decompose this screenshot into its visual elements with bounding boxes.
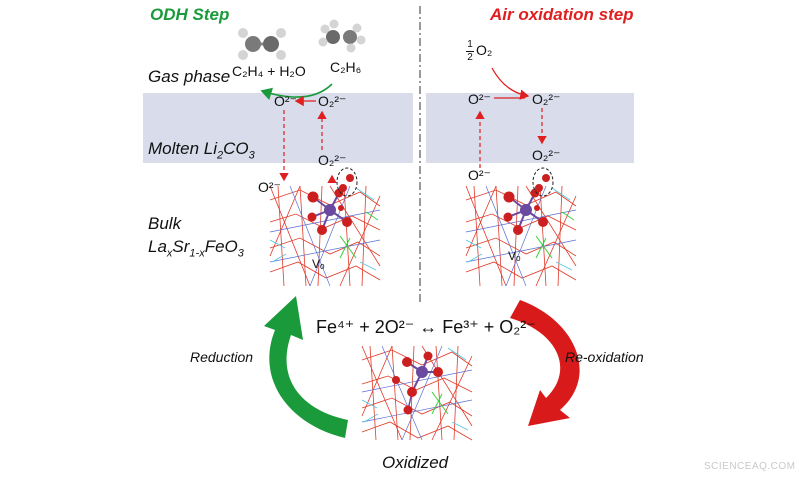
reoxidation-label: Re-oxidation xyxy=(565,349,644,365)
reoxidation-arrow xyxy=(510,300,580,426)
vacancy-right-label: Vₒ xyxy=(508,249,521,263)
redox-equation: Fe⁴⁺ + 2O²⁻ ↔ Fe³⁺ + O₂²⁻ xyxy=(316,317,536,337)
air-oxidation-title: Air oxidation step xyxy=(490,5,634,24)
lattice-oxidized xyxy=(360,345,474,442)
vacancy-left-label: Vₒ xyxy=(312,257,325,271)
o2-ion-left-gas: O₂²⁻ xyxy=(318,93,347,109)
c2h6-label: C₂H₆ xyxy=(330,59,362,75)
o2-ion-right-molten: O₂²⁻ xyxy=(532,147,561,163)
lattice-right xyxy=(464,167,577,287)
molten-li2co3-label: Molten Li2CO3 xyxy=(148,139,255,162)
o-ion-right-gas: O²⁻ xyxy=(468,91,491,107)
o-ion-right-bulk: O²⁻ xyxy=(468,167,491,183)
c2h4-h2o-label: C₂H₄ + H₂O xyxy=(232,63,306,79)
watermark: SCIENCEAQ.COM xyxy=(704,461,796,472)
molten-band-right xyxy=(426,93,634,163)
o-ion-left-gas: O²⁻ xyxy=(274,93,297,109)
ethane-molecule-icon xyxy=(318,19,366,53)
right-gas-arrow xyxy=(491,67,530,100)
o2-ion-left-molten: O₂²⁻ xyxy=(318,152,347,168)
material-formula-label: LaxSr1-xFeO3 xyxy=(148,237,244,260)
o2-ion-right-gas: O₂²⁻ xyxy=(532,91,561,107)
gas-phase-label: Gas phase xyxy=(148,67,231,86)
reduction-label: Reduction xyxy=(190,349,254,365)
odh-step-title: ODH Step xyxy=(150,5,230,24)
lattice-left xyxy=(268,167,381,287)
molten-band-left xyxy=(143,93,413,163)
o-ion-left-bulk: O²⁻ xyxy=(258,179,281,195)
bulk-label: Bulk xyxy=(148,214,182,233)
ethylene-molecule-icon xyxy=(238,28,286,60)
oxidized-label: Oxidized xyxy=(382,453,449,472)
reduction-arrow xyxy=(264,296,348,438)
